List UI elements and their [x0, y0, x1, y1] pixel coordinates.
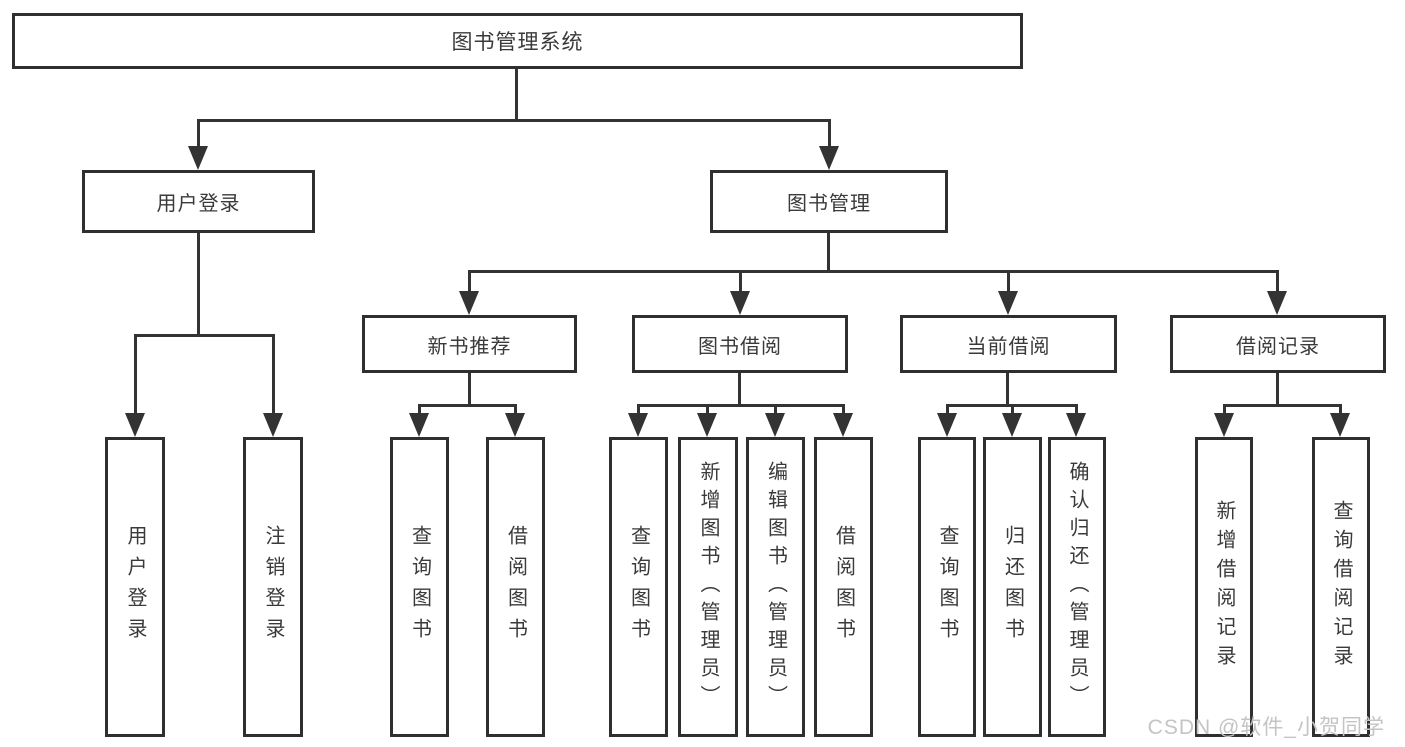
edge-br-rail [1224, 404, 1341, 407]
edge-bb-leaf1-stem [637, 404, 640, 416]
leaf-bb-borrow-book: 借阅图书 [814, 437, 873, 737]
leaf-nr-query-book-label: 查询图书 [408, 525, 431, 649]
leaf-br-query-record-label: 查询借阅记录 [1330, 500, 1352, 674]
csdn-watermark: CSDN @软件_小贺同学 [1147, 716, 1385, 739]
node-new-book-recommendation: 新书推荐 [362, 315, 577, 373]
arrow-book-mgmt-icon [819, 146, 839, 170]
edge-cb-down [1006, 373, 1009, 407]
edge-nr-down [468, 373, 471, 407]
leaf-nr-query-book: 查询图书 [390, 437, 449, 737]
leaf-bb-edit-book-admin: 编辑图书（管理员） [746, 437, 805, 737]
arrow-nr-leaf2-icon [505, 413, 525, 437]
edge-br-leaf1-stem [1223, 404, 1226, 416]
arrow-br-leaf1-icon [1214, 413, 1234, 437]
edge-current-borrow-stem [1007, 270, 1010, 294]
leaf-bb-edit-book-admin-label: 编辑图书（管理员） [764, 461, 787, 713]
edge-borrow-record-stem [1276, 270, 1279, 294]
arrow-book-borrow-icon [730, 291, 750, 315]
edge-bb-down [738, 373, 741, 407]
edge-cb-leaf3-stem [1075, 404, 1078, 416]
leaf-user-login-label: 用户登录 [124, 525, 146, 649]
leaf-br-add-record: 新增借阅记录 [1195, 437, 1253, 737]
edge-bb-rail [638, 404, 844, 407]
edge-bb-leaf3-stem [774, 404, 777, 416]
edge-cb-leaf2-stem [1011, 404, 1014, 416]
leaf-bb-add-book-admin: 新增图书（管理员） [678, 437, 738, 737]
leaf-cb-query-book-label: 查询图书 [936, 525, 958, 649]
arrow-user-login-icon [188, 146, 208, 170]
leaf-bb-add-book-admin-label: 新增图书（管理员） [697, 461, 719, 713]
edge-level3-rail [468, 270, 1278, 273]
leaf-bb-query-book: 查询图书 [609, 437, 668, 737]
leaf-br-add-record-label: 新增借阅记录 [1213, 500, 1235, 674]
leaf-cb-return-book: 归还图书 [983, 437, 1042, 737]
leaf-cb-return-book-label: 归还图书 [1001, 525, 1024, 649]
leaf-cb-confirm-return-admin: 确认归还（管理员） [1048, 437, 1106, 737]
edge-book-mgmt-down [827, 233, 830, 273]
arrow-bb-leaf2-icon [697, 413, 717, 437]
arrow-cb-leaf2-icon [1002, 413, 1022, 437]
leaf-br-query-record: 查询借阅记录 [1312, 437, 1370, 737]
leaf-nr-borrow-book-label: 借阅图书 [504, 525, 527, 649]
edge-br-leaf2-stem [1339, 404, 1342, 416]
edge-nr-leaf1-stem [418, 404, 421, 416]
node-current-borrowing: 当前借阅 [900, 315, 1117, 373]
leaf-bb-query-book-label: 查询图书 [627, 525, 650, 649]
edge-nr-leaf2-stem [514, 404, 517, 416]
leaf-logout: 注销登录 [243, 437, 303, 737]
node-new-book-recommendation-label: 新书推荐 [427, 335, 512, 358]
leaf-nr-borrow-book: 借阅图书 [486, 437, 545, 737]
edge-user-login-down [197, 233, 200, 337]
node-current-borrowing-label: 当前借阅 [966, 335, 1051, 358]
edge-ul-leaf2-stem [272, 334, 275, 415]
edge-user-login-rail [134, 334, 274, 337]
leaf-bb-borrow-book-label: 借阅图书 [832, 525, 855, 649]
arrow-bb-leaf4-icon [833, 413, 853, 437]
arrow-new-book-rec-icon [459, 291, 479, 315]
edge-br-down [1276, 373, 1279, 407]
node-book-management-label: 图书管理 [787, 193, 871, 215]
arrow-ul-leaf1-icon [125, 413, 145, 437]
arrow-current-borrow-icon [998, 291, 1018, 315]
leaf-user-login: 用户登录 [105, 437, 165, 737]
arrow-br-leaf2-icon [1330, 413, 1350, 437]
arrow-borrow-record-icon [1267, 291, 1287, 315]
arrow-cb-leaf1-icon [937, 413, 957, 437]
node-book-borrowing: 图书借阅 [632, 315, 848, 373]
edge-new-book-rec-stem [468, 270, 471, 294]
arrow-ul-leaf2-icon [263, 413, 283, 437]
arrow-bb-leaf1-icon [628, 413, 648, 437]
node-book-management: 图书管理 [710, 170, 948, 233]
arrow-cb-leaf3-icon [1066, 413, 1086, 437]
arrow-nr-leaf1-icon [409, 413, 429, 437]
edge-level2-rail [197, 119, 831, 122]
node-user-login: 用户登录 [82, 170, 315, 233]
edge-book-mgmt-stem [828, 119, 831, 149]
node-root: 图书管理系统 [12, 13, 1023, 69]
edge-bb-leaf4-stem [842, 404, 845, 416]
edge-root-stem [515, 69, 518, 121]
node-root-label: 图书管理系统 [451, 31, 584, 54]
edge-book-borrow-stem [739, 270, 742, 294]
leaf-cb-query-book: 查询图书 [918, 437, 976, 737]
node-borrowing-records-label: 借阅记录 [1236, 335, 1320, 358]
edge-bb-leaf2-stem [706, 404, 709, 416]
leaf-logout-label: 注销登录 [262, 525, 284, 649]
node-borrowing-records: 借阅记录 [1170, 315, 1386, 373]
node-user-login-label: 用户登录 [156, 193, 241, 215]
node-book-borrowing-label: 图书借阅 [698, 335, 782, 358]
edge-cb-leaf1-stem [946, 404, 949, 416]
leaf-cb-confirm-return-admin-label: 确认归还（管理员） [1066, 461, 1088, 713]
arrow-bb-leaf3-icon [765, 413, 785, 437]
edge-user-login-stem [197, 119, 200, 149]
edge-nr-rail [419, 404, 516, 407]
edge-ul-leaf1-stem [134, 334, 137, 415]
